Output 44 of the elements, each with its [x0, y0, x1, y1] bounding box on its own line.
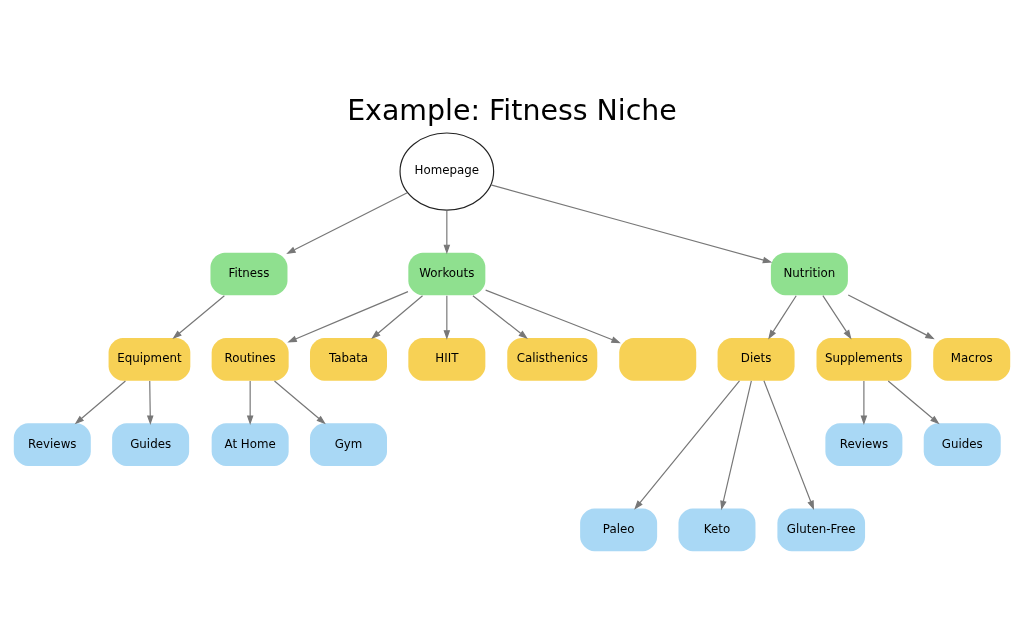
arrow: [74, 379, 127, 424]
arrow: [371, 294, 424, 339]
arrow: [146, 379, 154, 425]
arrow: [768, 294, 797, 339]
arrow: [443, 209, 451, 254]
arrow: [847, 294, 935, 339]
arrow: [286, 191, 408, 254]
arrow: [720, 379, 752, 510]
node-box: Workouts: [408, 252, 486, 295]
arrow: [490, 183, 773, 263]
node-ellipse: Homepage: [399, 131, 495, 211]
arrow: [287, 290, 409, 342]
arrow: [273, 379, 326, 424]
node-box: Gluten-Free: [777, 508, 866, 551]
node-box: Gym: [310, 422, 387, 466]
node-box: Nutrition: [770, 252, 848, 295]
node-box: Fitness: [210, 252, 288, 295]
node-box: Reviews: [13, 422, 91, 466]
node-box: Guides: [923, 422, 1001, 466]
node-box: Tabata: [310, 337, 387, 381]
node-box: Calisthenics: [507, 337, 598, 381]
arrow: [822, 294, 852, 339]
node-box: HIIT: [408, 337, 486, 381]
arrow: [443, 294, 451, 340]
node-box: Equipment: [108, 337, 191, 381]
node-box: Reviews: [825, 422, 903, 466]
node-box: Diets: [717, 337, 795, 381]
arrow: [887, 379, 940, 424]
diagram-title: Example: Fitness Niche: [347, 93, 677, 127]
node-box: [619, 337, 697, 381]
arrow: [472, 294, 528, 339]
node-box: Macros: [933, 337, 1011, 381]
node-box: Supplements: [816, 337, 912, 381]
arrow: [172, 294, 225, 339]
node-box: Keto: [678, 508, 756, 551]
arrow: [763, 379, 814, 510]
arrow: [634, 379, 741, 510]
node-box: Guides: [112, 422, 190, 466]
node-box: Routines: [211, 337, 289, 381]
node-box: Paleo: [580, 508, 658, 551]
arrow: [246, 379, 254, 425]
node-box: At Home: [211, 422, 289, 466]
arrow: [485, 289, 621, 343]
arrow: [860, 379, 868, 425]
